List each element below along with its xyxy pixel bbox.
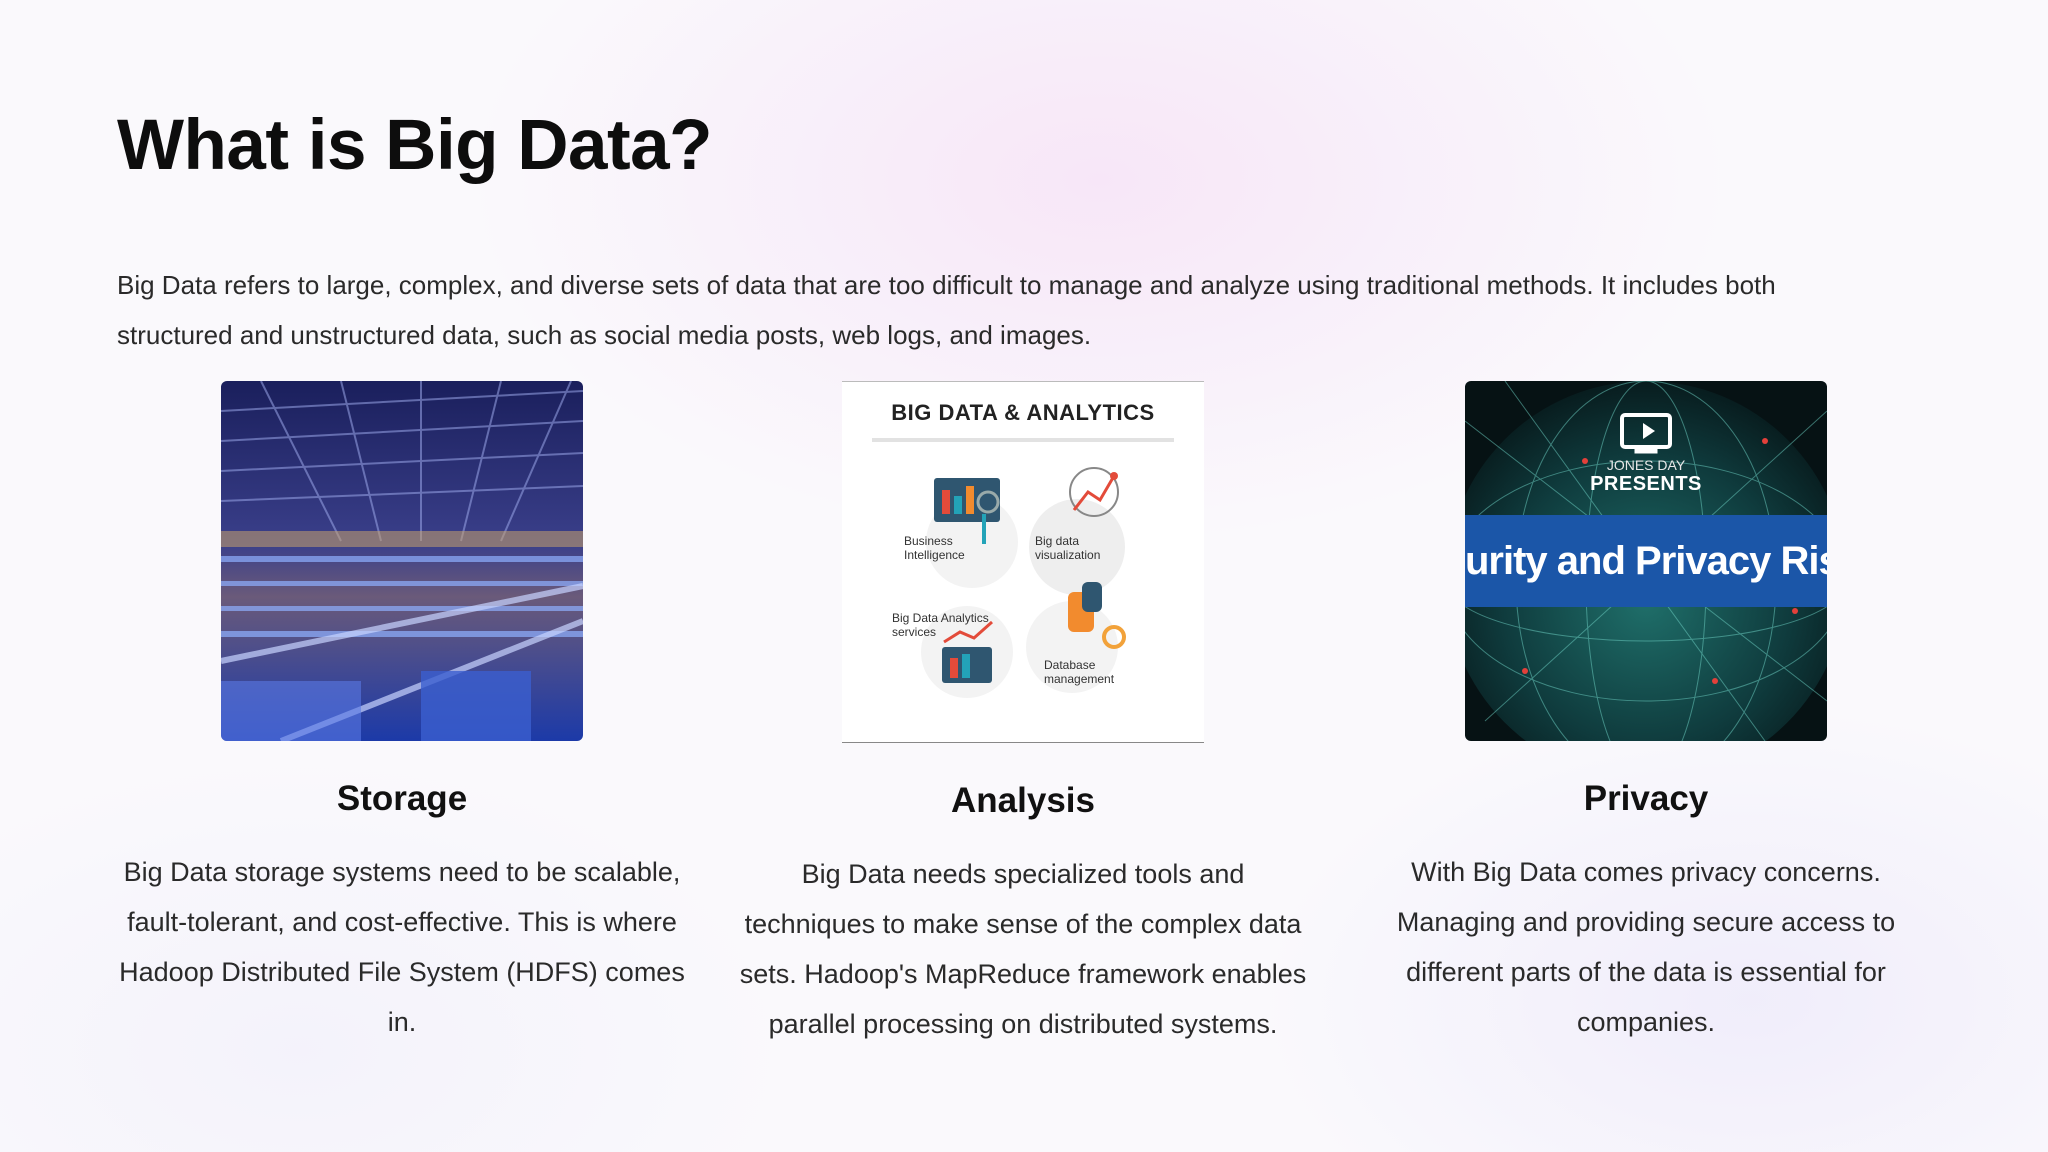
analysis-card: BIG DATA & ANALYTICS Business Intelligen… (738, 381, 1308, 1049)
label-analytics-services: Big Data Analytics services (892, 611, 989, 639)
privacy-description: With Big Data comes privacy concerns. Ma… (1396, 857, 1896, 1037)
slide-title: What is Big Data? (117, 106, 713, 185)
label-big-data-visualization: Big data visualization (1035, 534, 1101, 562)
brand-line-2: PRESENTS (1590, 473, 1702, 495)
storage-heading: Storage (336, 779, 468, 818)
label-database-management: Database management (1044, 658, 1115, 686)
infographic-title: BIG DATA & ANALYTICS (891, 400, 1155, 425)
storage-description: Big Data storage systems need to be scal… (119, 857, 685, 1037)
analysis-description: Big Data needs specialized tools and tec… (739, 859, 1307, 1039)
intro-paragraph: Big Data refers to large, complex, and d… (117, 270, 1776, 350)
privacy-heading: Privacy (1583, 779, 1709, 818)
storage-card: Storage Big Data storage systems need to… (117, 381, 687, 1047)
brand-line-1: JONES DAY (1606, 457, 1686, 473)
privacy-banner: urity and Privacy Risks with B (1465, 515, 1827, 607)
privacy-card: JONES DAY PRESENTS urity and Privacy Ris… (1361, 381, 1931, 1047)
server-room-photo (221, 381, 583, 741)
play-icon (1643, 423, 1655, 439)
analytics-infographic: BIG DATA & ANALYTICS Business Intelligen… (842, 381, 1204, 743)
analysis-heading: Analysis (951, 781, 1095, 820)
label-business-intelligence: Business Intelligence (904, 534, 965, 562)
globe-network-photo: JONES DAY PRESENTS urity and Privacy Ris… (1465, 381, 1827, 741)
